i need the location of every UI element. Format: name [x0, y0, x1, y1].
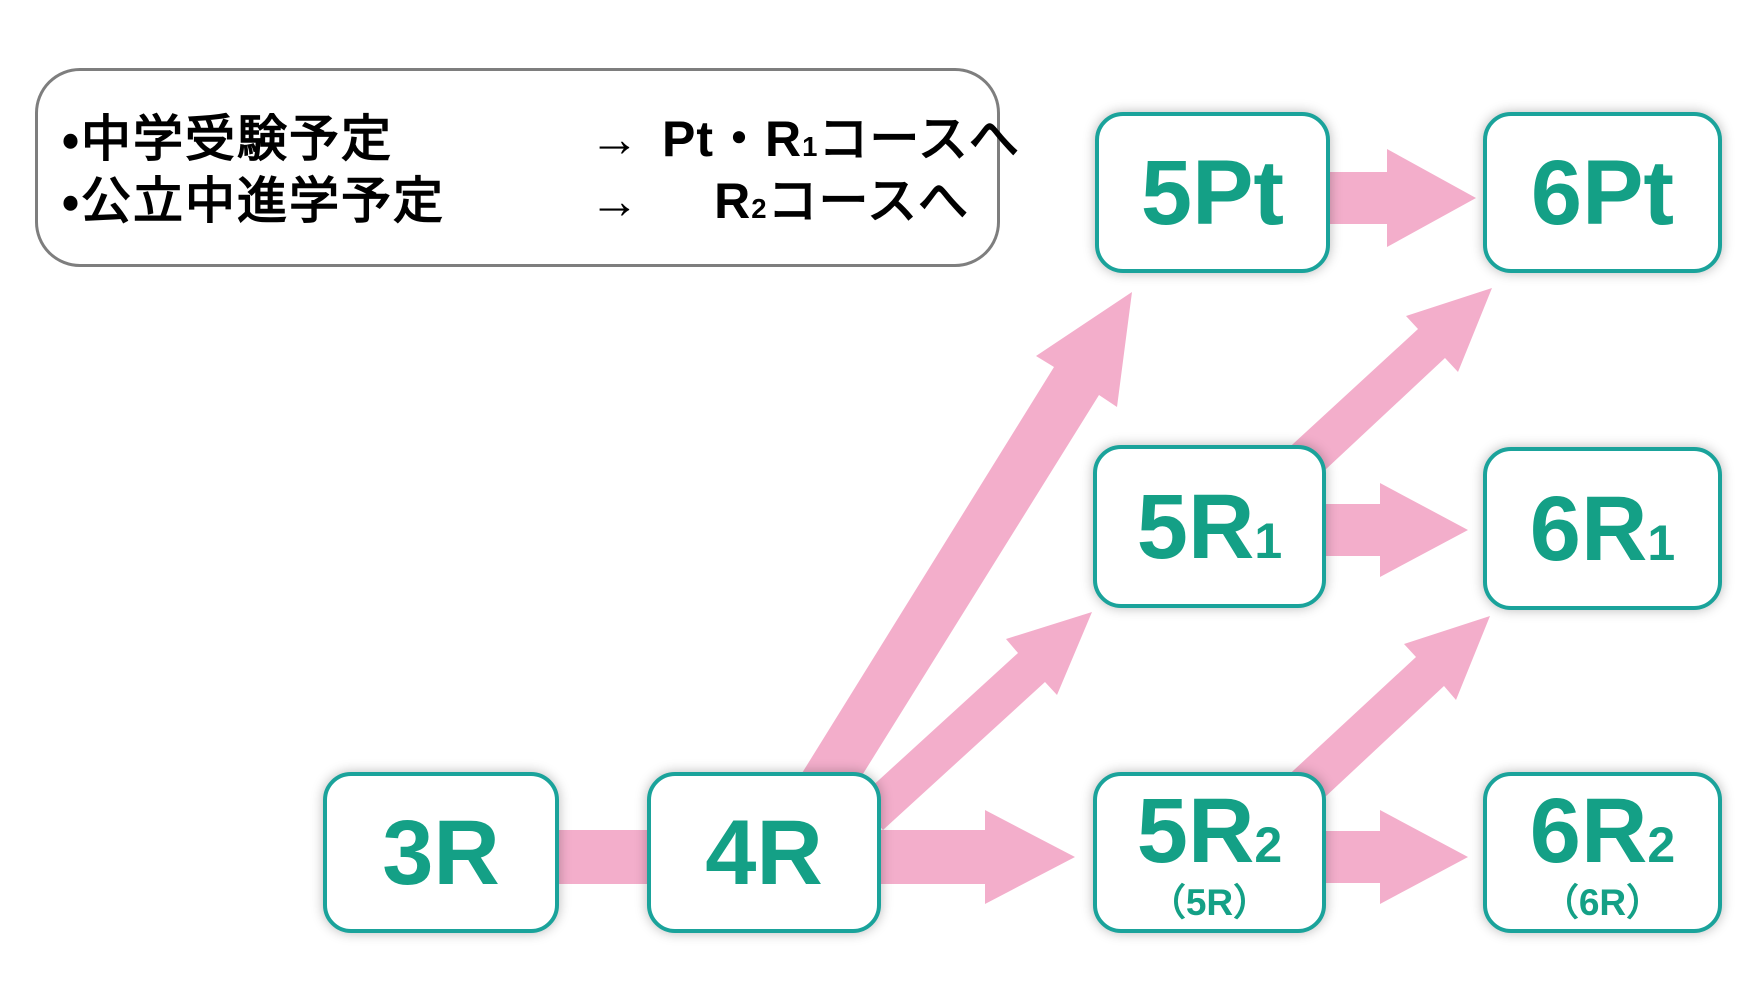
- arrow-5r2-to-6r2: [1323, 810, 1468, 904]
- arrow-4r-to-5pt: [794, 292, 1132, 814]
- node-label-main: 5Pt: [1140, 141, 1285, 244]
- node-label-main: 5R: [1136, 475, 1255, 578]
- arrow-5r1-to-6r1: [1323, 483, 1468, 577]
- node-label-subscript: 1: [1647, 514, 1676, 571]
- node-3r: 3R: [323, 772, 559, 933]
- legend-label: ・公立中進学予定: [62, 172, 445, 229]
- right-arrow-glyph: →: [589, 172, 640, 229]
- node-caption: （5R）: [1148, 881, 1271, 923]
- node-5pt: 5Pt: [1095, 112, 1330, 273]
- legend-course-subscript: 2: [751, 192, 768, 224]
- node-label: 4R: [705, 807, 823, 899]
- node-4r: 4R: [647, 772, 881, 933]
- node-label-subscript: 2: [1647, 816, 1676, 873]
- arrow-3r-to-4r: [556, 830, 650, 884]
- node-label: 3R: [382, 807, 500, 899]
- node-label: 5Pt: [1141, 147, 1284, 239]
- node-label-main: 6R: [1529, 779, 1648, 882]
- legend-course-tail: コースへ: [818, 110, 1020, 167]
- legend-label: ・中学受験予定: [62, 110, 393, 167]
- legend-course-main: Pt・R: [662, 110, 803, 167]
- arrow-4r-to-5r1: [857, 612, 1092, 830]
- node-label-main: 4R: [705, 801, 823, 904]
- legend-course-main: R: [714, 172, 752, 229]
- node-label: 6Pt: [1531, 147, 1674, 239]
- legend-course-tail: コースへ: [767, 172, 969, 229]
- legend-course-subscript: 1: [802, 130, 819, 162]
- right-arrow-glyph: →: [589, 110, 640, 167]
- node-label-subscript: 2: [1254, 816, 1283, 873]
- node-label-subscript: 1: [1254, 512, 1283, 569]
- arrow-5r1-to-6pt: [1281, 288, 1492, 485]
- node-label-main: 3R: [382, 801, 500, 904]
- node-caption: （6R）: [1541, 881, 1664, 923]
- node-label-main: 6R: [1529, 477, 1648, 580]
- arrow-5pt-to-6pt: [1328, 149, 1476, 247]
- node-label-main: 5R: [1136, 779, 1255, 882]
- arrow-5r2-to-6r1: [1281, 616, 1490, 812]
- node-label-main: 6Pt: [1530, 141, 1675, 244]
- arrow-4r-to-5r2: [878, 810, 1075, 904]
- node-6pt: 6Pt: [1483, 112, 1722, 273]
